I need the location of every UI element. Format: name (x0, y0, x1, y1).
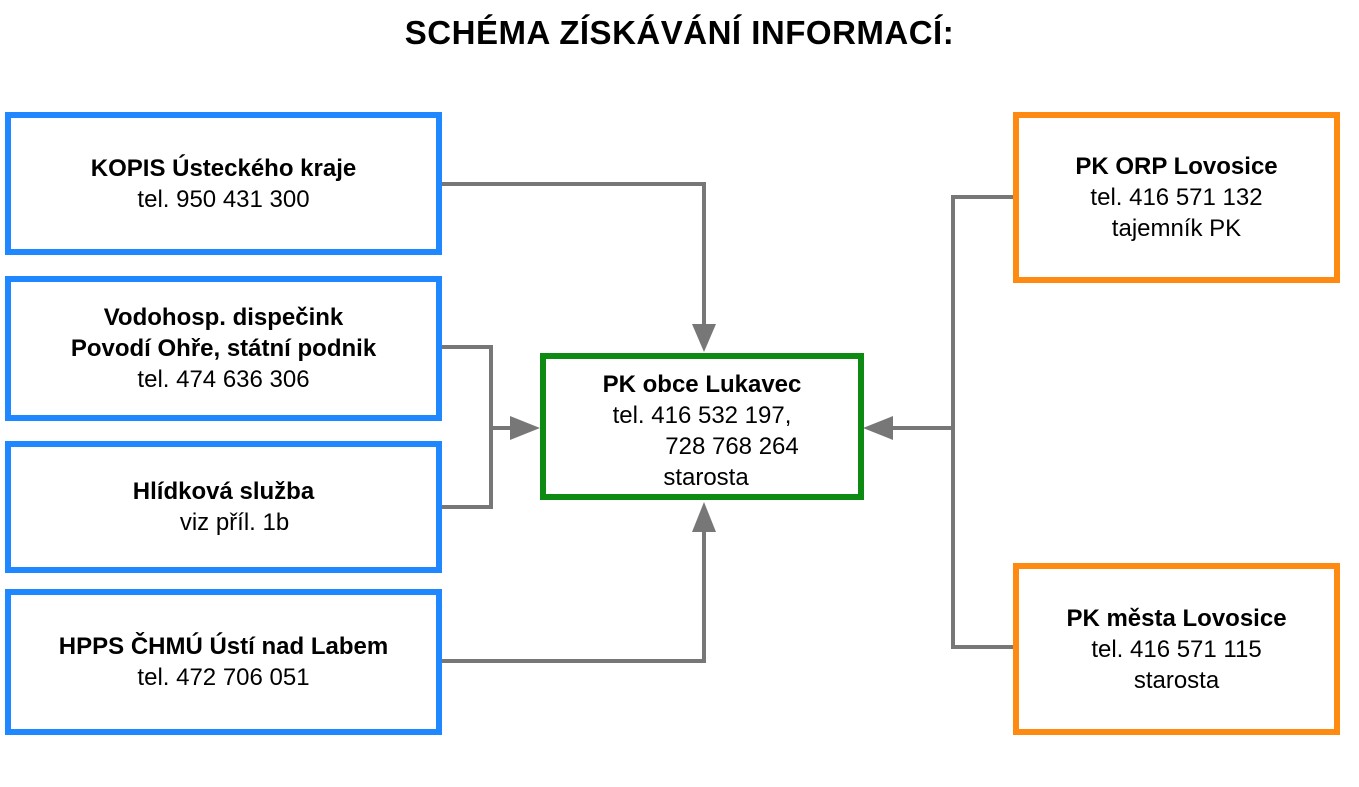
node-kopis-name: KOPIS Ústeckého kraje (90, 154, 357, 182)
node-vodohosp: Vodohosp. dispečink Povodí Ohře, státní … (5, 276, 442, 421)
node-mesto-role: starosta (1133, 666, 1220, 694)
connector-kopis-center (441, 182, 706, 326)
node-mesto-phone: tel. 416 571 115 (1091, 635, 1262, 663)
connector-vodohosp (441, 345, 493, 428)
node-hpps-name: HPPS ČHMÚ Ústí nad Labem (58, 633, 389, 660)
arrowhead-top (692, 324, 716, 352)
node-orp-name: PK ORP Lovosice (1075, 153, 1278, 180)
node-mesto-name: PK města Lovosice (1066, 604, 1287, 632)
node-mesto: PK města Lovosice tel. 416 571 115 staro… (1013, 563, 1340, 735)
node-hpps-phone: tel. 472 706 051 (137, 664, 310, 691)
arrowhead-bottom (692, 502, 716, 532)
node-center-phone-1: tel. 416 532 197, (612, 402, 792, 429)
node-hlidkova-note: viz příl. 1b (179, 509, 290, 536)
node-hlidkova-name: Hlídková služba (132, 478, 315, 505)
node-kopis-phone: tel. 950 431 300 (137, 185, 310, 213)
node-kopis: KOPIS Ústeckého kraje tel. 950 431 300 (5, 112, 442, 255)
node-center: PK obce Lukavec tel. 416 532 197, 728 76… (540, 353, 864, 500)
connector-orp (951, 195, 1016, 428)
connector-mesto (951, 428, 1016, 649)
diagram-title: SCHÉMA ZÍSKÁVÁNÍ INFORMACÍ: (404, 14, 955, 51)
connector-hpps-center (441, 530, 706, 663)
node-vodohosp-name-2: Povodí Ohře, státní podnik (70, 335, 377, 362)
node-vodohosp-phone: tel. 474 636 306 (137, 366, 310, 393)
node-hpps: HPPS ČHMÚ Ústí nad Labem tel. 472 706 05… (5, 589, 442, 735)
node-orp-role: tajemník PK (1111, 215, 1242, 242)
node-orp-phone: tel. 416 571 132 (1090, 184, 1263, 211)
node-orp: PK ORP Lovosice tel. 416 571 132 tajemní… (1013, 112, 1340, 283)
node-hlidkova: Hlídková služba viz příl. 1b (5, 441, 442, 573)
arrowhead-left (510, 416, 540, 440)
node-center-name: PK obce Lukavec (602, 371, 802, 398)
node-center-phone-2: 728 768 264 (665, 433, 799, 460)
node-center-role: starosta (663, 464, 749, 491)
connector-hlidkova (441, 428, 493, 509)
node-vodohosp-name-1: Vodohosp. dispečink (103, 304, 344, 331)
arrowhead-right (863, 416, 893, 440)
